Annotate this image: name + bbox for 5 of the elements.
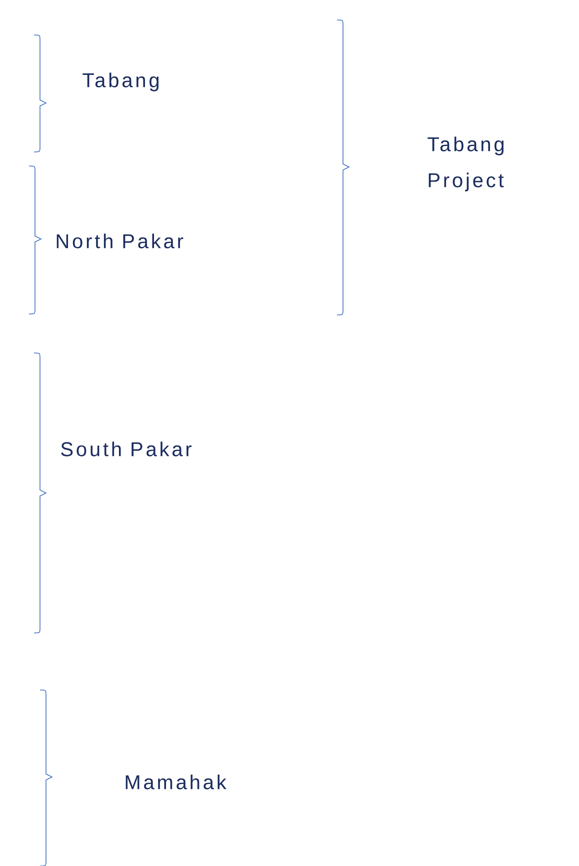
label: South Pakar [61, 442, 192, 456]
label: North Pakar [56, 234, 184, 248]
label: Mamahak [126, 774, 226, 790]
label: Tabang [82, 72, 159, 92]
label: Tabang Project [428, 136, 504, 192]
